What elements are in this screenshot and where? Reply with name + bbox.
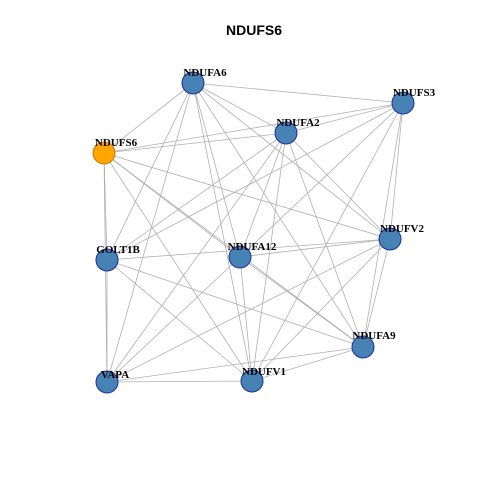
edge-ndufv2-ndufa9 [362, 238, 391, 348]
node-label-ndufa2: NDUFA2 [276, 117, 320, 129]
edge-ndufa2-ndufv1 [251, 132, 287, 382]
node-label-ndufa6: NDUFA6 [183, 67, 227, 79]
node-ndufs3 [391, 91, 415, 115]
edge-ndufa9-ndufv1 [251, 346, 364, 382]
edge-ndufa6-ndufa9 [192, 82, 364, 348]
edge-ndufa6-golt1b [106, 82, 194, 261]
edge-ndufa12-vapa [106, 256, 241, 383]
node-ndufv1 [240, 369, 264, 393]
edge-ndufs3-ndufa9 [362, 102, 404, 348]
node-label-ndufa9: NDUFA9 [352, 330, 396, 342]
edge-ndufv2-vapa [106, 238, 391, 383]
edge-ndufa12-ndufa9 [239, 256, 364, 348]
edge-ndufa6-ndufs6 [103, 82, 194, 154]
node-label-ndufs6: NDUFS6 [95, 137, 138, 149]
edge-ndufs3-ndufa12 [239, 102, 404, 258]
node-ndufa9 [351, 335, 375, 359]
edge-ndufv2-ndufv1 [251, 238, 391, 382]
node-label-golt1b: GOLT1B [96, 244, 140, 256]
edge-golt1b-ndufa9 [106, 259, 364, 348]
edge-ndufs3-ndufa2 [285, 102, 404, 134]
edge-ndufa9-vapa [106, 346, 364, 383]
edge-ndufa6-ndufv1 [192, 82, 253, 382]
edge-ndufs3-ndufv1 [251, 102, 404, 382]
edge-ndufs3-ndufs6 [103, 102, 404, 154]
edge-ndufa2-golt1b [106, 132, 287, 261]
edge-golt1b-ndufv1 [106, 259, 253, 382]
node-vapa [95, 370, 119, 394]
node-label-ndufv1: NDUFV1 [242, 366, 286, 378]
edge-ndufa6-ndufs3 [192, 82, 404, 104]
node-ndufa12 [228, 245, 252, 269]
node-ndufv2 [378, 227, 402, 251]
node-ndufs6 [92, 141, 116, 165]
node-label-ndufv2: NDUFV2 [380, 223, 424, 235]
edge-ndufa2-vapa [106, 132, 287, 383]
edge-ndufa2-ndufv2 [285, 132, 391, 240]
node-ndufa2 [274, 121, 298, 145]
edge-ndufa6-vapa [106, 82, 194, 383]
edge-ndufa6-ndufa2 [192, 82, 287, 134]
edge-ndufs3-golt1b [106, 102, 404, 261]
edge-vapa-ndufv1 [106, 380, 253, 383]
node-label-vapa: VAPA [101, 369, 129, 381]
edge-ndufs3-ndufv2 [389, 102, 404, 240]
graph-title: NDUFS6 [226, 22, 282, 38]
edge-ndufa12-ndufv1 [239, 256, 253, 382]
node-ndufa6 [181, 71, 205, 95]
edge-ndufa6-ndufv2 [192, 82, 391, 240]
edge-ndufa2-ndufa9 [285, 132, 364, 348]
edge-ndufa6-ndufa12 [192, 82, 241, 258]
edge-ndufa12-ndufv2 [239, 238, 391, 258]
edge-ndufs6-ndufv2 [103, 152, 391, 240]
node-label-ndufs3: NDUFS3 [393, 87, 436, 99]
edge-ndufa2-ndufa12 [239, 132, 287, 258]
edge-ndufs6-ndufv1 [103, 152, 253, 382]
node-golt1b [95, 248, 119, 272]
edge-ndufa2-ndufs6 [103, 132, 287, 154]
node-label-ndufa12: NDUFA12 [228, 241, 277, 253]
